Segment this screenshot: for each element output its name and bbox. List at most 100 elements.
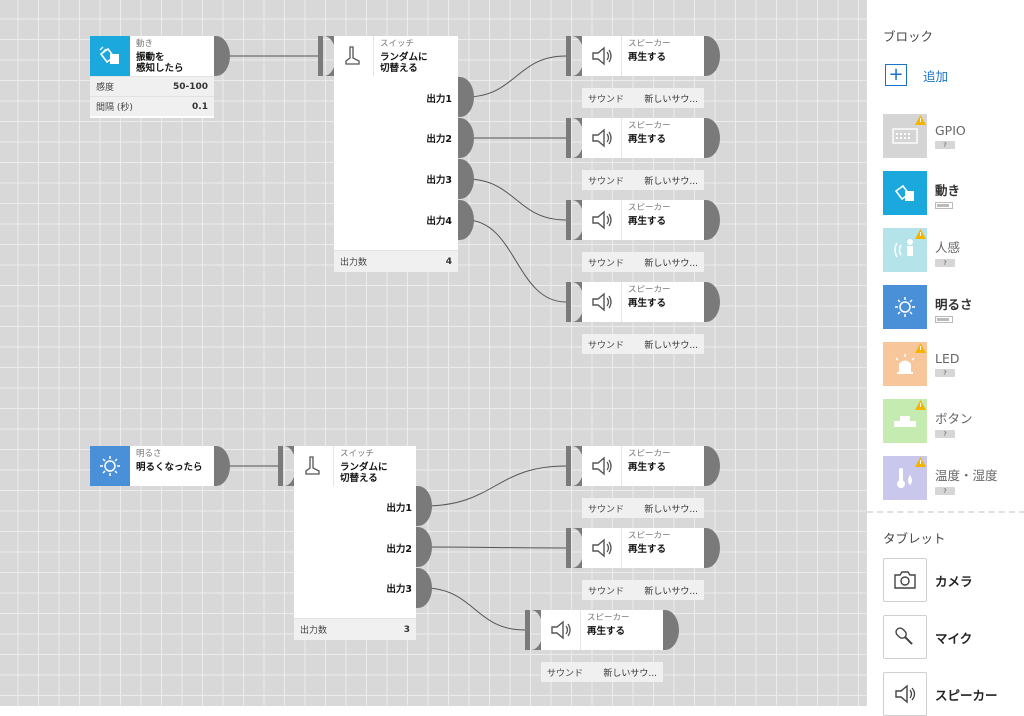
block-brightness[interactable]: 明るさ (883, 285, 1013, 329)
sound-param[interactable]: サウンド 新しいサウ... (582, 334, 704, 354)
sound-param[interactable]: サウンド 新しいサウ... (582, 580, 704, 600)
output-connector[interactable] (704, 282, 720, 322)
sound-param[interactable]: サウンド 新しいサウ... (541, 662, 663, 682)
block-human-sensor[interactable]: 人感 ? (883, 228, 1013, 272)
tablet-item-label: スピーカー (935, 687, 998, 703)
input-connector[interactable] (566, 36, 584, 76)
input-connector[interactable] (566, 282, 584, 322)
sound-param[interactable]: サウンド 新しいサウ... (582, 252, 704, 272)
speaker-icon (582, 118, 622, 158)
input-connector[interactable] (525, 610, 543, 650)
sound-param[interactable]: サウンド 新しいサウ... (582, 170, 704, 190)
block-motion[interactable]: 動き (883, 171, 1013, 215)
block-name: 人感 (935, 240, 961, 255)
tablet-section-title: タブレット (883, 531, 946, 546)
random-switch-node-2[interactable]: スイッチ ランダムに 切替える 出力1 出力2 出力3 出力数 3 (294, 446, 416, 640)
block-gpio[interactable]: GPIO ? (883, 114, 1013, 158)
sound-param[interactable]: サウンド 新しいサウ... (582, 88, 704, 108)
brightness-trigger-node[interactable]: 明るさ 明るくなったら (90, 446, 214, 486)
output-connector[interactable] (458, 159, 474, 199)
node-caption: スピーカー (587, 613, 630, 623)
output-count-param[interactable]: 出力数 4 (334, 250, 458, 272)
block-temperature-humidity[interactable]: 温度・湿度 ? (883, 456, 1013, 500)
input-connector[interactable] (566, 528, 584, 568)
program-canvas[interactable]: 動き 振動を 感知したら 感度 50-100 間隔 (秒) 0.1 スイッチ ラ… (0, 0, 866, 706)
thermometer-icon (883, 456, 927, 500)
speaker-play-node[interactable]: スピーカー 再生する サウンド 新しいサウ... (582, 36, 704, 108)
output-connector[interactable] (458, 118, 474, 158)
output-label: 出力4 (426, 216, 452, 227)
input-connector[interactable] (566, 446, 584, 486)
output-connector[interactable] (704, 446, 720, 486)
tablet-item-label: カメラ (935, 573, 973, 589)
output-connector[interactable] (458, 77, 474, 117)
block-led[interactable]: LED ? (883, 342, 1013, 386)
sound-param[interactable]: サウンド 新しいサウ... (582, 498, 704, 518)
add-block-button[interactable]: + 追加 (885, 64, 948, 86)
status-badge: ? (935, 430, 955, 438)
speaker-play-node[interactable]: スピーカー 再生する サウンド 新しいサウ... (582, 200, 704, 272)
node-title: 再生する (628, 462, 667, 473)
speaker-play-node[interactable]: スピーカー 再生する サウンド 新しいサウ... (582, 282, 704, 354)
warning-icon (915, 400, 926, 410)
block-palette-sidebar: ブロック + 追加 GPIO ? 動き 人感 ? (866, 0, 1024, 716)
connection-wire (423, 546, 567, 549)
input-connector[interactable] (278, 446, 296, 486)
node-caption: スピーカー (628, 531, 671, 541)
tablet-microphone[interactable]: マイク (883, 615, 1023, 659)
node-caption: 明るさ (136, 449, 162, 459)
output-count-param[interactable]: 出力数 3 (294, 618, 416, 640)
status-badge: ? (935, 369, 955, 377)
connection-wire (465, 55, 567, 98)
tablet-camera[interactable]: カメラ (883, 558, 1023, 602)
output-connector[interactable] (416, 486, 432, 526)
section-divider (867, 511, 1024, 513)
speaker-play-node[interactable]: スピーカー 再生する サウンド 新しいサウ... (541, 610, 663, 682)
node-title: 再生する (628, 298, 667, 309)
speaker-icon (582, 36, 622, 76)
output-label: 出力3 (386, 584, 412, 595)
node-caption: スピーカー (628, 285, 671, 295)
input-connector[interactable] (566, 118, 584, 158)
output-connector[interactable] (704, 118, 720, 158)
connection-wire (423, 587, 526, 631)
connection-wire (465, 219, 567, 303)
plus-icon: + (885, 64, 907, 86)
output-connector[interactable] (704, 200, 720, 240)
output-connector[interactable] (214, 36, 230, 76)
speaker-icon (582, 282, 622, 322)
output-connector[interactable] (458, 200, 474, 240)
tablet-speaker[interactable]: スピーカー (883, 672, 1023, 716)
output-connector[interactable] (416, 568, 432, 608)
motion-trigger-node[interactable]: 動き 振動を 感知したら 感度 50-100 間隔 (秒) 0.1 (90, 36, 214, 118)
node-caption: スピーカー (628, 121, 671, 131)
sun-icon (883, 285, 927, 329)
block-button[interactable]: ボタン ? (883, 399, 1013, 443)
output-connector[interactable] (416, 527, 432, 567)
speaker-play-node[interactable]: スピーカー 再生する サウンド 新しいサウ... (582, 446, 704, 518)
speaker-icon (582, 200, 622, 240)
node-caption: スピーカー (628, 39, 671, 49)
block-name: ボタン (935, 411, 973, 426)
node-title: 再生する (628, 134, 667, 145)
output-connector[interactable] (704, 36, 720, 76)
battery-icon (935, 316, 953, 323)
output-connector[interactable] (214, 446, 230, 486)
microphone-icon (883, 615, 927, 659)
blocks-section-title: ブロック (883, 29, 934, 44)
output-connector[interactable] (704, 528, 720, 568)
output-label: 出力2 (426, 134, 452, 145)
node-caption: スピーカー (628, 449, 671, 459)
input-connector[interactable] (566, 200, 584, 240)
sensitivity-param[interactable]: 感度 50-100 (90, 76, 214, 96)
interval-param[interactable]: 間隔 (秒) 0.1 (90, 96, 214, 116)
output-connector[interactable] (663, 610, 679, 650)
connection-wire (423, 465, 567, 507)
block-name: LED (935, 351, 960, 366)
output-label: 出力3 (426, 175, 452, 186)
input-connector[interactable] (318, 36, 336, 76)
speaker-play-node[interactable]: スピーカー 再生する サウンド 新しいサウ... (582, 118, 704, 190)
tablet-item-label: マイク (935, 630, 973, 646)
random-switch-node-1[interactable]: スイッチ ランダムに 切替える 出力1 出力2 出力3 出力4 出力数 4 (334, 36, 458, 272)
speaker-play-node[interactable]: スピーカー 再生する サウンド 新しいサウ... (582, 528, 704, 600)
